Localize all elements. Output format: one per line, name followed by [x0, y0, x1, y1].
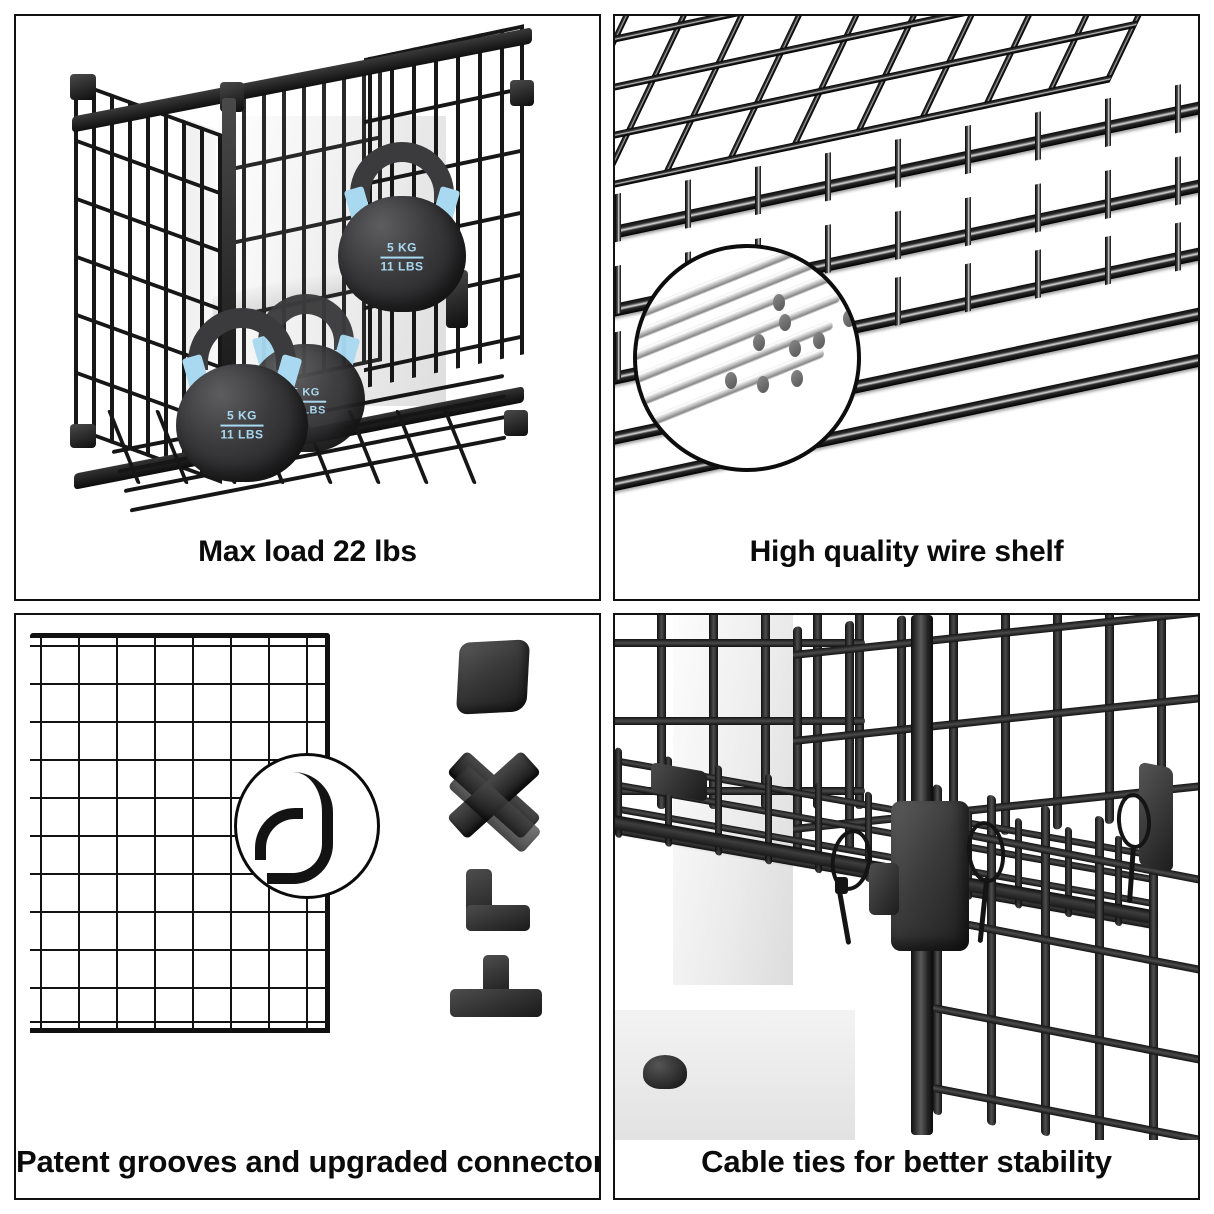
panel-cable-ties-caption: Cable ties for better stability	[701, 1144, 1112, 1179]
kettlebell-upper: 5 KG 11 LBS	[332, 142, 472, 312]
kettlebell-lower-front-kg: 5 KG	[226, 408, 257, 423]
panel-cable-ties: Cable ties for better stability	[613, 613, 1200, 1200]
rod-magnifier-inset	[633, 244, 861, 472]
corner-connector-block	[869, 801, 969, 951]
panel-max-load-image: 5 KG 11 LBS 5 KG 11 LBS	[16, 16, 599, 529]
panel-max-load: 5 KG 11 LBS 5 KG 11 LBS	[14, 14, 601, 601]
cube-connector-bottom-left	[70, 424, 96, 448]
shelf-corner-closeup	[615, 615, 1198, 1140]
kettlebell-upper-lbs: 11 LBS	[380, 260, 424, 274]
wire-cube-organizer: 5 KG 11 LBS 5 KG 11 LBS	[64, 24, 534, 513]
tee-connector	[450, 955, 542, 1017]
cage-wire-left	[615, 615, 865, 809]
end-cap-connector	[455, 639, 531, 715]
panel-patent-grooves-image	[16, 615, 599, 1140]
panel-cable-ties-image	[615, 615, 1198, 1140]
panel-patent-grooves: Patent grooves and upgraded connector	[14, 613, 601, 1200]
s-groove-upper-curve	[267, 772, 333, 884]
panel-patent-grooves-caption: Patent grooves and upgraded connector	[16, 1144, 601, 1179]
s-groove-lower-curve	[255, 808, 303, 860]
cube-connector-top-right	[510, 80, 534, 106]
kettlebell-lower-front-lbs: 11 LBS	[220, 428, 264, 442]
patent-groove-magnifier-inset	[234, 753, 380, 899]
cable-tie-left-head	[835, 877, 848, 894]
cross-connector	[442, 743, 546, 854]
panel-max-load-caption: Max load 22 lbs	[198, 535, 417, 568]
cube-connector-top-left	[70, 74, 96, 100]
panel-wire-shelf: High quality wire shelf	[613, 14, 1200, 601]
cube-connector-bottom-right	[504, 410, 528, 436]
connector-parts-group	[436, 637, 586, 1037]
kettlebell-upper-kg: 5 KG	[386, 240, 417, 255]
caster-wheel	[643, 1055, 687, 1089]
corner-connector	[466, 869, 530, 931]
kettlebell-lower-front: 5 KG 11 LBS	[170, 308, 314, 482]
panel-wire-shelf-image	[615, 16, 1198, 529]
panel-wire-shelf-caption: High quality wire shelf	[749, 535, 1064, 568]
